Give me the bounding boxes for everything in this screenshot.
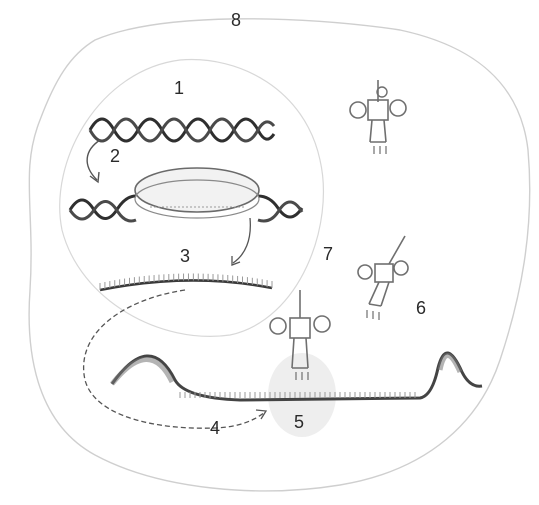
trna-middle — [358, 236, 408, 320]
label-5: 5 — [294, 412, 304, 433]
arrow-4 — [84, 290, 265, 428]
label-6: 6 — [416, 298, 426, 319]
label-4: 4 — [210, 418, 220, 439]
rna-polymerase — [135, 168, 259, 212]
label-8: 8 — [231, 10, 241, 31]
arrow-2 — [87, 140, 100, 180]
label-7: 7 — [323, 244, 333, 265]
arrow-export — [233, 218, 250, 263]
label-1: 1 — [174, 78, 184, 99]
mrna-strand — [100, 273, 272, 290]
label-3: 3 — [180, 246, 190, 267]
transcription-bubble — [70, 168, 302, 221]
label-2: 2 — [110, 146, 120, 167]
trna-top — [350, 80, 406, 154]
dna-double-helix — [90, 119, 274, 141]
